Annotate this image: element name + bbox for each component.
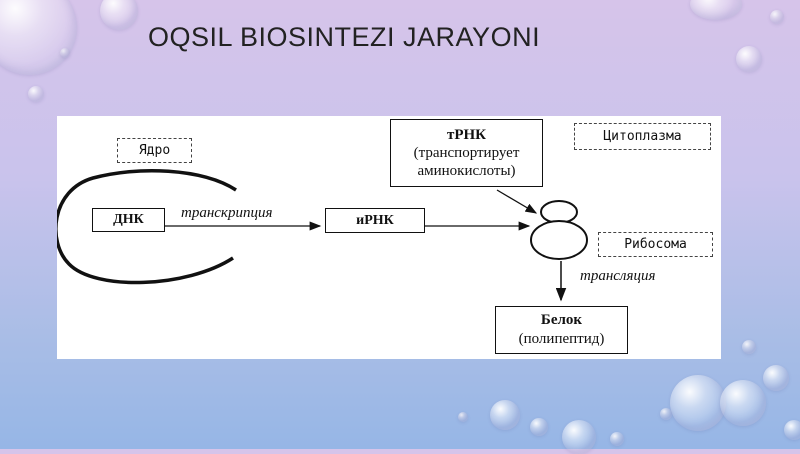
- decorative-bubble: [28, 86, 44, 102]
- decorative-bubble: [610, 432, 624, 446]
- decorative-bubble: [660, 408, 672, 420]
- trna-name: тРНК: [446, 127, 487, 143]
- decorative-bubble: [100, 0, 138, 30]
- decorative-bubble: [562, 420, 596, 454]
- decorative-bubble: [720, 380, 766, 426]
- decorative-bubble: [742, 340, 756, 354]
- cytoplasm-label: Цитоплазма: [574, 123, 711, 150]
- decorative-bubble: [60, 48, 70, 58]
- nucleus-label: Ядро: [117, 138, 192, 163]
- ribosome-label: Рибосома: [598, 232, 713, 257]
- protein-synthesis-diagram: Ядро Цитоплазма ДНК транскрипция иРНК тР…: [57, 116, 721, 359]
- decorative-bubble: [530, 418, 548, 436]
- ribosome-small-subunit: [540, 200, 578, 224]
- dna-box: ДНК: [92, 208, 165, 232]
- decorative-bubble: [690, 0, 742, 20]
- decorative-bubble: [763, 365, 789, 391]
- mrna-box: иРНК: [325, 208, 425, 233]
- transcription-label: транскрипция: [181, 205, 273, 221]
- protein-detail: (полипептид): [518, 331, 605, 347]
- diagram-connectors: [57, 168, 588, 302]
- trna-line2: аминокислоты): [417, 163, 516, 179]
- decorative-bubble: [770, 10, 784, 24]
- decorative-bubble: [490, 400, 520, 430]
- decorative-bubble: [0, 0, 77, 75]
- decorative-bubble: [458, 412, 468, 422]
- trna-to-ribosome-arrow: [496, 189, 538, 214]
- decorative-bubble: [670, 375, 726, 431]
- nucleus-membrane-arc: [57, 168, 237, 285]
- translation-label: трансляция: [580, 268, 656, 284]
- decorative-bubble: [736, 46, 762, 72]
- trna-line1: (транспортирует: [413, 145, 520, 161]
- slide-title: OQSIL BIOSINTEZI JARAYONI: [148, 22, 541, 52]
- protein-name: Белок: [540, 312, 583, 328]
- decorative-bubble: [784, 420, 800, 440]
- trna-box: тРНК (транспортирует аминокислоты): [390, 119, 543, 187]
- protein-box: Белок (полипептид): [495, 306, 628, 354]
- ribosome-large-subunit: [530, 220, 588, 260]
